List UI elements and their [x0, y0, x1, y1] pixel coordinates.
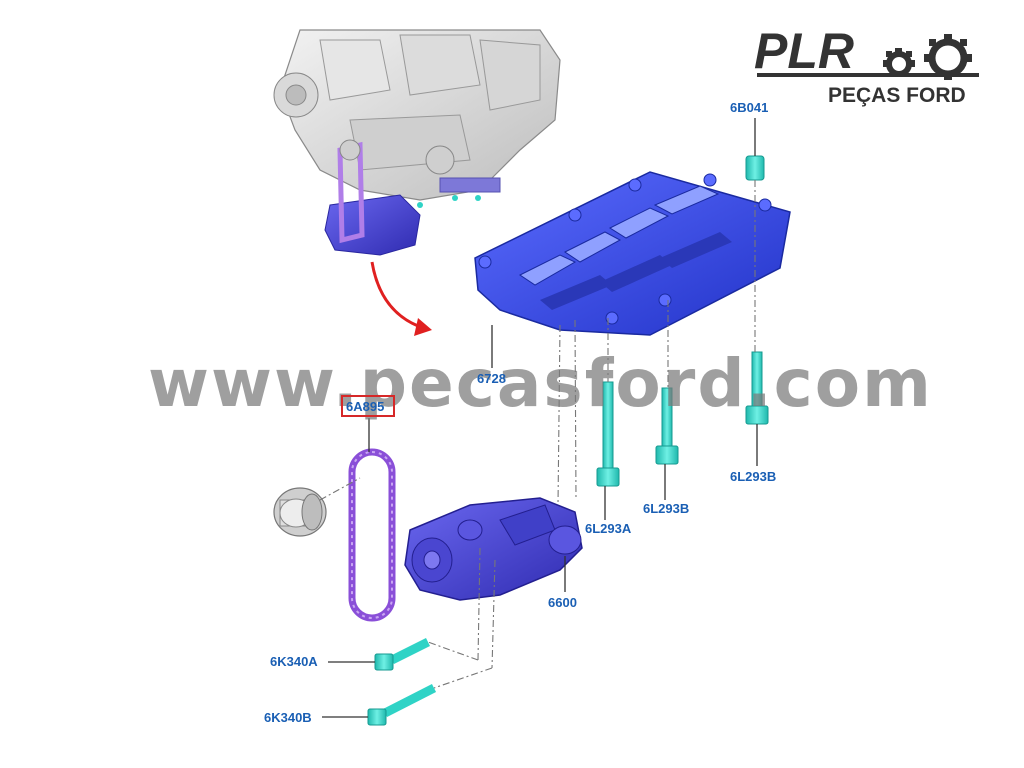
- label-6K340A[interactable]: 6K340A: [270, 654, 318, 669]
- part-6600-oil-pump: [404, 497, 583, 601]
- part-6728-ladder-frame: [474, 171, 791, 336]
- highlight-box: [341, 395, 395, 417]
- engine-block-illustration: [273, 29, 561, 256]
- label-6L293B-2[interactable]: 6L293B: [730, 469, 776, 484]
- part-6K340B-bolt: [367, 683, 437, 726]
- watermark-text: www.pecasford.com: [148, 345, 933, 422]
- label-6K340B[interactable]: 6K340B: [264, 710, 312, 725]
- label-6B041[interactable]: 6B041: [730, 100, 768, 115]
- part-6L293B-bolt-1: [655, 387, 679, 465]
- direction-arrow: [370, 261, 432, 336]
- logo-subtitle: PEÇAS FORD: [828, 84, 966, 107]
- label-6A895[interactable]: 6A895: [346, 399, 384, 414]
- crankshaft-sprocket: [273, 487, 327, 537]
- label-6728[interactable]: 6728: [477, 371, 506, 386]
- assembly-guide-lines: [319, 180, 756, 689]
- part-6K340A-bolt: [374, 637, 431, 671]
- leader-lines: [322, 118, 758, 718]
- part-6B041-dowel: [745, 155, 765, 181]
- part-labels: 6B041 6728 6A895 6L293A 6L293B 6L293B 66…: [264, 100, 776, 725]
- part-6L293B-bolt-2: [745, 351, 769, 425]
- logo-brand: PLR: [754, 23, 854, 79]
- part-6A895-chain: [348, 448, 396, 622]
- plr-logo: PLR PEÇAS FORD: [754, 23, 979, 107]
- part-6L293A-bolt: [596, 381, 620, 487]
- label-6L293A[interactable]: 6L293A: [585, 521, 632, 536]
- gear-icon: [883, 34, 972, 80]
- label-6600[interactable]: 6600: [548, 595, 577, 610]
- label-6L293B-1[interactable]: 6L293B: [643, 501, 689, 516]
